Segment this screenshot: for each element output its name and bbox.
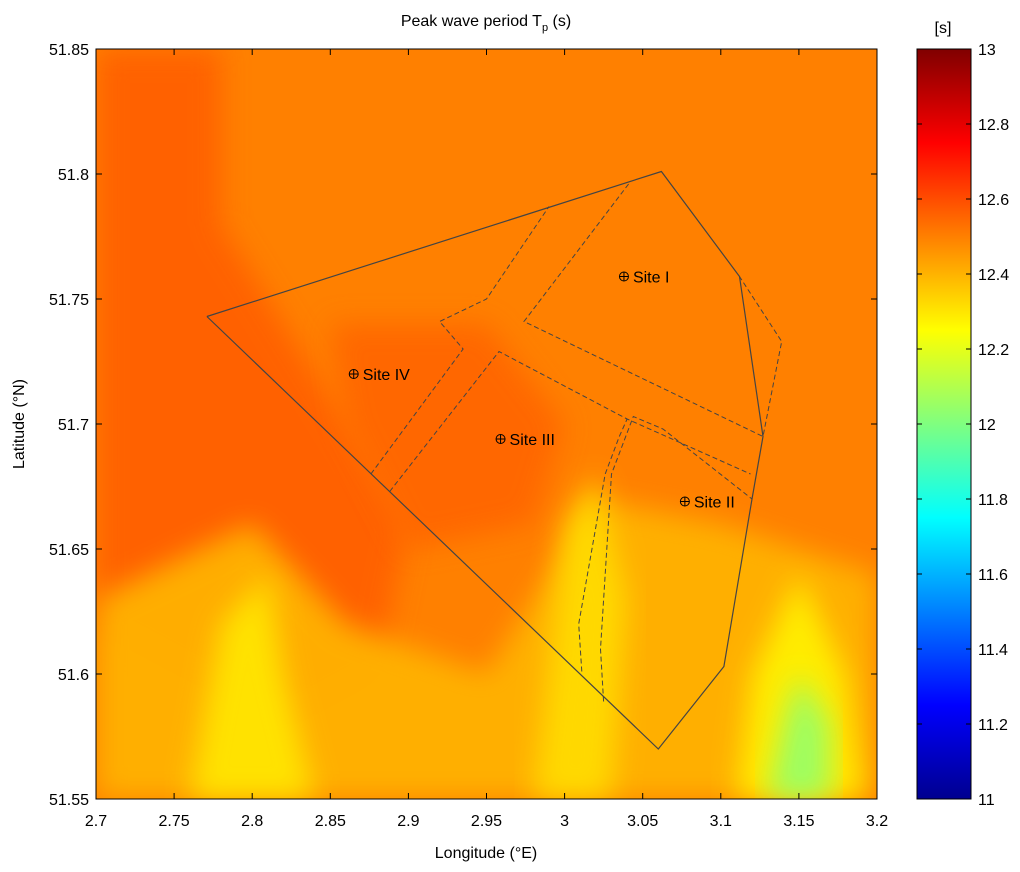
y-tick-label: 51.6 (58, 667, 89, 684)
colorbar-unit: [s] (935, 20, 952, 37)
colorbar-tick-label: 12.2 (978, 342, 1009, 359)
zone-boundary-dashed (389, 350, 751, 492)
x-tick-label: 2.9 (397, 813, 419, 830)
colorbar-tick-label: 11.4 (978, 642, 1008, 659)
site-marker: Site III (495, 432, 555, 449)
zone-boundary-dashed (370, 206, 550, 475)
x-tick-label: 2.75 (159, 813, 190, 830)
field-region-darker-west (96, 49, 409, 724)
colorbar-ticks: 11 11.2 11.4 11.6 11.8 12 12.2 12.4 12.6 12.8 13 (917, 42, 1009, 809)
colorbar-tick-label: 12.8 (978, 117, 1009, 134)
zone-boundary-dashed (599, 415, 753, 702)
x-tick-label: 3.15 (783, 813, 814, 830)
wind-farm-outlines (206, 170, 783, 750)
colorbar-scale (916, 48, 972, 800)
zone-boundary-dashed (523, 183, 783, 438)
field-region-darker-central (330, 324, 565, 549)
y-axis-label: Latitude (°N) (11, 379, 28, 469)
field-region-green-se (767, 674, 831, 799)
colorbar-tick-label: 13 (978, 42, 996, 59)
x-tick-label: 3.2 (866, 813, 888, 830)
site-marker: Site II (679, 495, 735, 512)
x-axis-label: Longitude (°E) (435, 845, 537, 862)
site-label: Site III (510, 432, 555, 449)
y-tick-label: 51.55 (49, 792, 89, 809)
x-tick-label: 3.1 (710, 813, 732, 830)
y-axis-ticks: 51.55 51.6 51.65 51.7 51.75 51.8 51.85 (49, 42, 877, 809)
y-tick-label: 51.65 (49, 542, 89, 559)
colorbar: [s] 11 11.2 11.4 11.6 11.8 12 12.2 12.4 12.6 12.8… (916, 20, 1009, 809)
field-region-yellow-sw (189, 574, 315, 799)
colorbar-tick-label: 12 (978, 417, 996, 434)
field-region-yellow-s (533, 474, 628, 799)
colorbar-tick-label: 12.6 (978, 192, 1009, 209)
colorbar-tick-label: 11.8 (978, 492, 1008, 509)
site-label: Site IV (363, 367, 410, 384)
y-tick-label: 51.7 (58, 417, 89, 434)
x-tick-label: 2.8 (241, 813, 263, 830)
x-tick-label: 3.05 (627, 813, 658, 830)
y-tick-label: 51.8 (58, 167, 89, 184)
x-tick-label: 2.7 (85, 813, 107, 830)
x-axis-ticks: 2.7 2.75 2.8 2.85 2.9 2.95 3 3.05 3.1 3.15 3.2 (85, 49, 888, 830)
colorbar-tick-label: 11.6 (978, 567, 1008, 584)
colorbar-tick-label: 12.4 (978, 267, 1009, 284)
colorbar-tick-label: 11.2 (978, 717, 1008, 734)
site-marker: Site IV (348, 367, 410, 384)
site-label: Site I (633, 270, 669, 287)
wind-farm-boundary (206, 170, 764, 750)
site-label: Site II (694, 495, 735, 512)
map-title: Peak wave period Tp (s) (401, 13, 571, 34)
site-markers: Site I Site II Site III Site IV (348, 270, 735, 512)
y-tick-label: 51.85 (49, 42, 89, 59)
x-tick-label: 2.85 (315, 813, 346, 830)
wave-period-field-regions (96, 49, 877, 799)
x-tick-label: 3 (560, 813, 569, 830)
x-tick-label: 2.95 (471, 813, 502, 830)
colorbar-tick-label: 11 (978, 792, 995, 809)
y-tick-label: 51.75 (49, 292, 89, 309)
site-marker: Site I (618, 270, 669, 287)
